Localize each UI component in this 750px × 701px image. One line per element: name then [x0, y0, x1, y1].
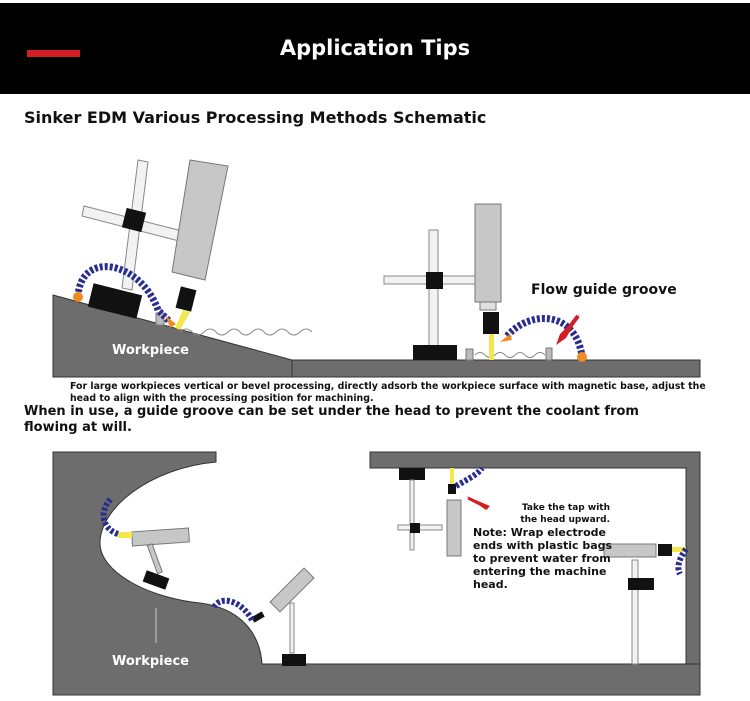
tap-note: Take the tap with the head upward.	[520, 503, 610, 525]
hose-base-left	[73, 292, 83, 302]
nozzle-right	[500, 334, 512, 342]
slope-stand	[211, 567, 315, 666]
coolant-wave	[179, 328, 313, 336]
workpiece-label-2: Workpiece	[112, 654, 189, 669]
coolant-hose-right	[504, 314, 586, 357]
flow-guide-label: Flow guide groove	[531, 282, 677, 298]
nozzle-left	[166, 316, 176, 328]
coolant-wave-flat	[474, 352, 546, 358]
cavity-stand	[397, 466, 490, 557]
workpiece-curved	[52, 451, 701, 696]
caption-small: For large workpieces vertical or bevel p…	[70, 381, 706, 404]
bevel-processing-diagram	[52, 159, 701, 378]
electrode-note: Note: Wrap electrode ends with plastic b…	[473, 526, 613, 591]
magnetic-stand-right	[383, 203, 553, 361]
magnetic-stand-left	[81, 159, 229, 330]
hose-base-right	[577, 352, 587, 362]
page-title: Application Tips	[279, 36, 471, 60]
workpiece-label-1: Workpiece	[112, 343, 189, 358]
coolant-hose-left	[74, 263, 173, 325]
header-banner: Application Tips	[0, 0, 750, 94]
curve-stand	[100, 495, 190, 590]
wall-stand	[603, 543, 689, 665]
workpiece-slope	[52, 294, 293, 378]
workpiece-flat	[291, 359, 701, 378]
section-title: Sinker EDM Various Processing Methods Sc…	[24, 108, 487, 127]
caption-large: When in use, a guide groove can be set u…	[24, 404, 639, 435]
accent-bar	[27, 50, 80, 57]
workpiece-cavity	[369, 451, 701, 665]
cavity-processing-diagram	[52, 451, 701, 696]
